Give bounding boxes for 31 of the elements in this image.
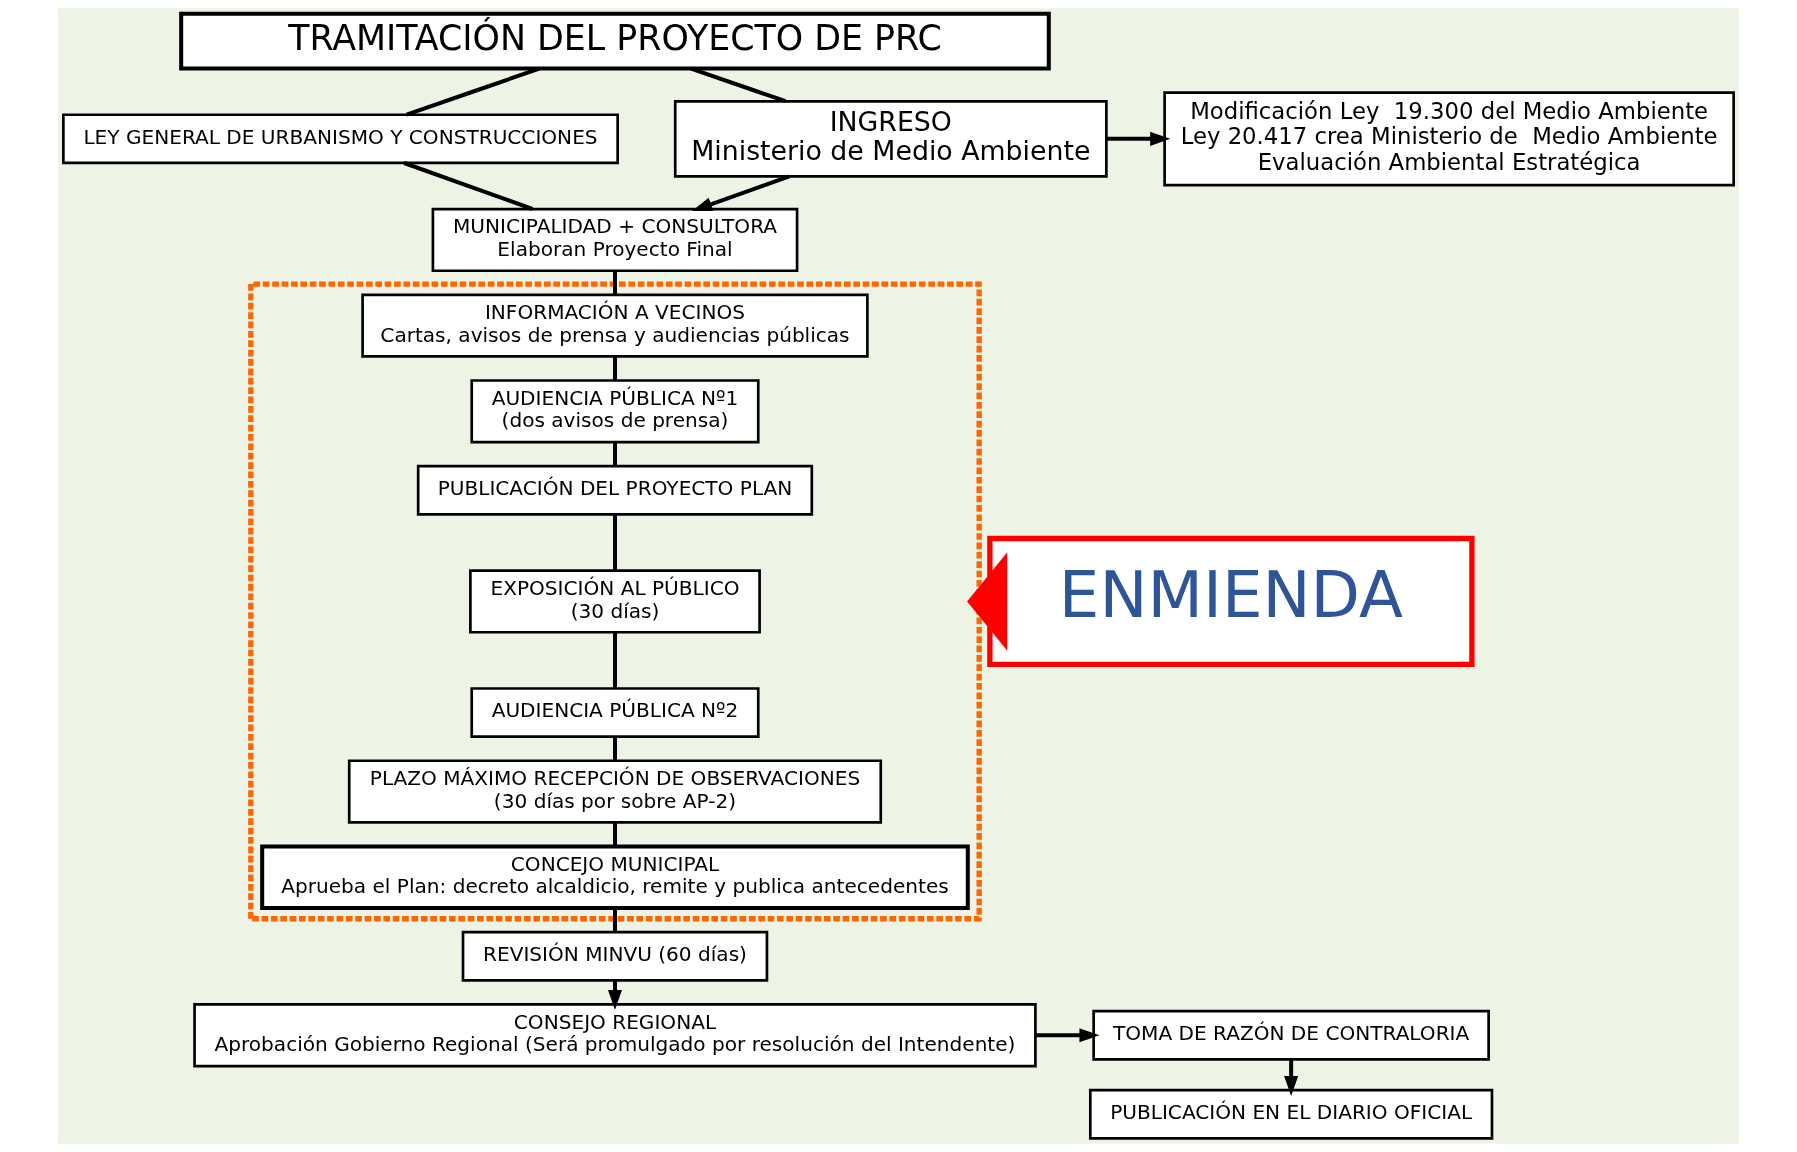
node-box: PUBLICACIÓN EN EL DIARIO OFICIAL — [1088, 1088, 1494, 1140]
node-box: EXPOSICIÓN AL PÚBLICO (30 días) — [469, 569, 761, 634]
node-box: INGRESO Ministerio de Medio Ambiente — [673, 100, 1108, 178]
connector — [613, 514, 617, 571]
arrow — [967, 552, 1008, 651]
connector — [613, 356, 617, 380]
connector — [613, 736, 617, 761]
node-box: CONCEJO MUNICIPAL Aprueba el Plan: decreto alcaldicio, remite y publica antecedentes — [260, 844, 970, 911]
node-box: PUBLICACIÓN DEL PROYECTO PLAN — [416, 464, 814, 516]
connector — [613, 270, 617, 295]
arrow — [1106, 131, 1171, 146]
arrow — [1284, 1059, 1299, 1097]
arrow — [1035, 1028, 1100, 1043]
node-box: REVISIÓN MINVU (60 días) — [461, 930, 769, 982]
node-box: Modificación Ley 19.300 del Medio Ambiente Ley 20.417 crea Ministerio de Medio Ambiente Evaluación Ambiental Estratégica — [1163, 91, 1735, 187]
node-box: PLAZO MÁXIMO RECEPCIÓN DE OBSERVACIONES (30 días por sobre AP-2) — [347, 759, 883, 824]
connector — [613, 822, 617, 846]
cluster — [248, 281, 982, 922]
node-box: TRAMITACIÓN DEL PROYECTO DE PRC — [179, 11, 1051, 71]
node-box: CONSEJO REGIONAL Aprobación Gobierno Regional (Será promulgado por resolución del Intendente) — [193, 1003, 1037, 1068]
node-box: AUDIENCIA PÚBLICA Nº2 — [470, 687, 760, 738]
connector — [613, 908, 617, 932]
node-box: MUNICIPALIDAD + CONSULTORA Elaboran Proyecto Final — [431, 207, 799, 273]
connector — [613, 442, 617, 467]
node-box: LEY GENERAL DE URBANISMO Y CONSTRUCCIONES — [62, 113, 619, 165]
connector — [403, 161, 534, 211]
node-box: INFORMACIÓN A VECINOS Cartas, avisos de prensa y audiencias públicas — [361, 293, 869, 358]
node-box: TOMA DE RAZÓN DE CONTRALORIA — [1092, 1009, 1490, 1061]
connector — [613, 632, 617, 689]
node-box: AUDIENCIA PÚBLICA Nº1 (dos avisos de prensa) — [470, 379, 760, 444]
connector — [406, 66, 540, 117]
